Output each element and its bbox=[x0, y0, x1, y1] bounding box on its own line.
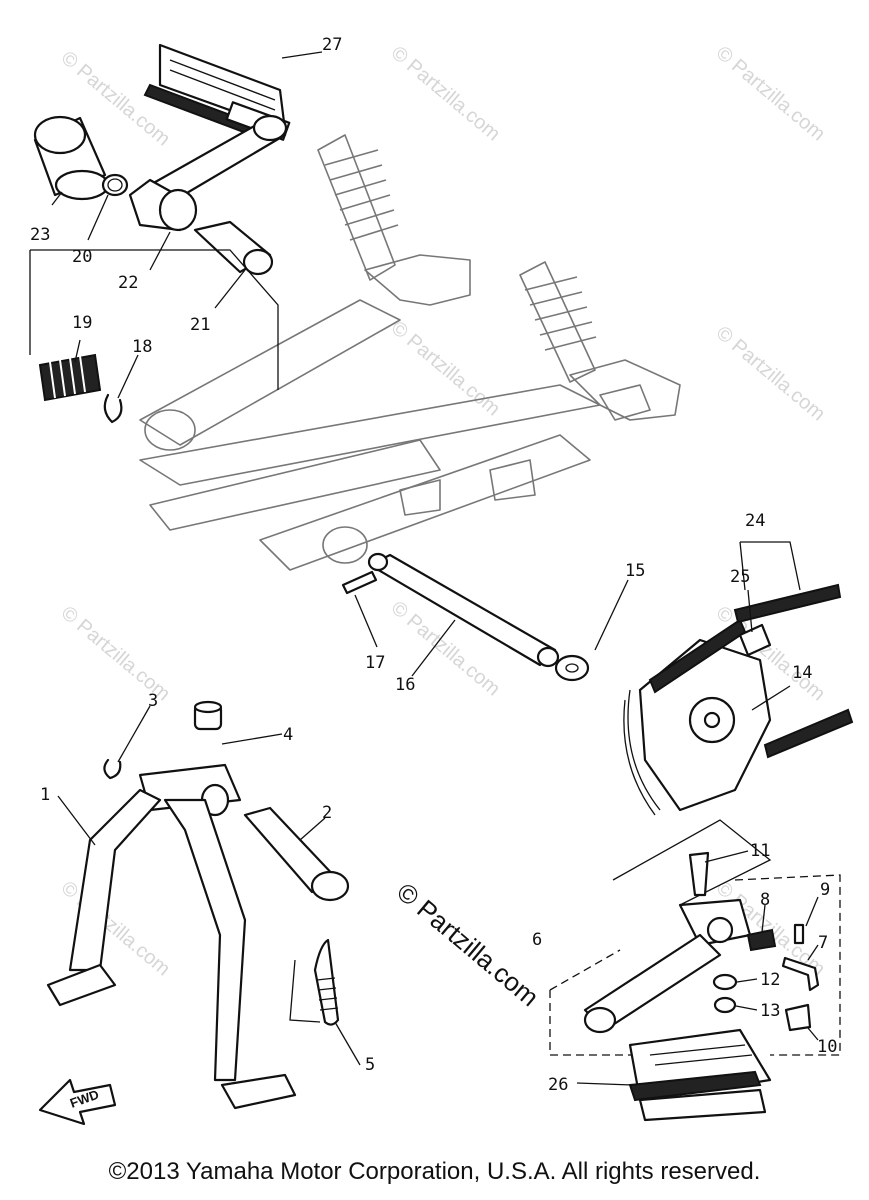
knob-11 bbox=[688, 851, 710, 897]
fwd-arrow-icon: FWD bbox=[38, 1078, 117, 1126]
callout-26: 26 bbox=[548, 1075, 568, 1095]
callout-19: 19 bbox=[72, 313, 92, 333]
callout-4: 4 bbox=[283, 725, 293, 745]
callout-5: 5 bbox=[365, 1055, 375, 1075]
washer-15 bbox=[554, 654, 590, 682]
callout-27: 27 bbox=[322, 35, 342, 55]
watermark: © Partzilla.com bbox=[57, 602, 174, 705]
main-stand-1 bbox=[46, 763, 297, 1110]
kick-arm-6 bbox=[549, 819, 772, 1056]
watermark: © Partzilla.com bbox=[712, 322, 829, 425]
callout-25: 25 bbox=[730, 567, 750, 587]
callout-14: 14 bbox=[792, 663, 812, 683]
callout-3: 3 bbox=[148, 691, 158, 711]
watermark: © Partzilla.com bbox=[387, 42, 504, 145]
callout-22: 22 bbox=[118, 273, 138, 293]
frame-outline bbox=[139, 134, 681, 571]
shaft-21 bbox=[193, 220, 274, 276]
callout-9: 9 bbox=[820, 880, 830, 900]
ball-7 bbox=[781, 956, 820, 992]
leader-lines bbox=[51, 51, 819, 1086]
pin-9 bbox=[793, 923, 805, 945]
callout-16: 16 bbox=[395, 675, 415, 695]
cap-23 bbox=[33, 115, 110, 201]
watermark: © Partzilla.com bbox=[712, 42, 829, 145]
spring-8 bbox=[746, 928, 777, 952]
washer-13 bbox=[713, 996, 737, 1014]
pin-2 bbox=[243, 806, 350, 902]
pedal-26 bbox=[628, 1028, 772, 1122]
callout-11: 11 bbox=[750, 841, 770, 861]
callout-1: 1 bbox=[40, 785, 50, 805]
callout-12: 12 bbox=[760, 970, 780, 990]
center-watermark: © Partzilla.com bbox=[391, 877, 544, 1013]
callout-8: 8 bbox=[760, 890, 770, 910]
sub-assembly-bracket bbox=[734, 874, 841, 1056]
clip-3 bbox=[103, 758, 122, 780]
washer-12 bbox=[712, 973, 738, 991]
crank-arm bbox=[148, 114, 288, 202]
shaft-16 bbox=[367, 552, 560, 668]
chain-24 bbox=[648, 583, 854, 759]
callout-24: 24 bbox=[745, 511, 765, 531]
callout-labels: 1 2 3 4 5 6 7 8 9 10 11 12 13 14 15 16 1… bbox=[30, 35, 837, 1095]
sprocket-14 bbox=[623, 638, 772, 816]
pin-17 bbox=[341, 570, 378, 595]
boss-22 bbox=[128, 178, 198, 232]
callout-6: 6 bbox=[532, 930, 542, 950]
plug-10 bbox=[784, 1003, 812, 1032]
callout-10: 10 bbox=[817, 1037, 837, 1057]
bracket-line bbox=[29, 249, 279, 390]
cap-4 bbox=[193, 700, 223, 731]
callout-21: 21 bbox=[190, 315, 210, 335]
callout-2: 2 bbox=[322, 803, 332, 823]
callout-20: 20 bbox=[72, 247, 92, 267]
callout-18: 18 bbox=[132, 337, 152, 357]
spring-19 bbox=[38, 353, 102, 402]
callout-23: 23 bbox=[30, 225, 50, 245]
callout-15: 15 bbox=[625, 561, 645, 581]
callout-13: 13 bbox=[760, 1001, 780, 1021]
callout-7: 7 bbox=[818, 933, 828, 953]
clip-18 bbox=[103, 393, 123, 424]
copyright-notice: ©2013 Yamaha Motor Corporation, U.S.A. A… bbox=[108, 1158, 761, 1185]
callout-17: 17 bbox=[365, 653, 385, 673]
spring-5 bbox=[289, 938, 340, 1026]
ring-20 bbox=[101, 173, 129, 197]
